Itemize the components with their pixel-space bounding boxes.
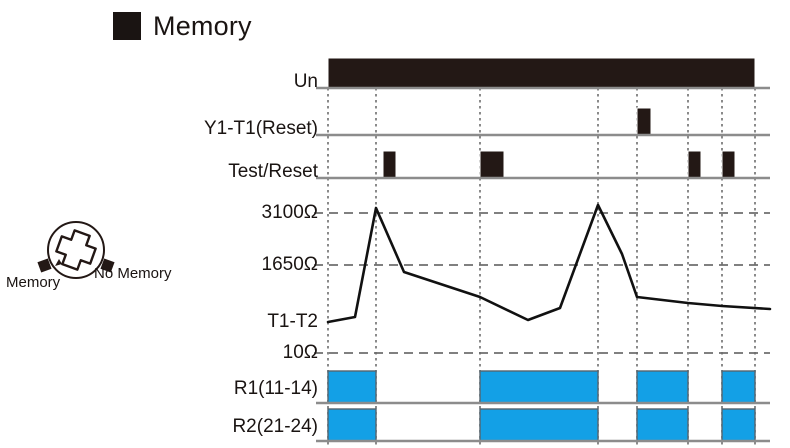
row-label-T1-T2-text: T1-T2 <box>267 311 318 332</box>
row-label-Y1-T1(Reset)-text: Y1-T1(Reset) <box>203 118 318 139</box>
series-layer <box>326 57 772 442</box>
relay-block-R2(21-24)-0 <box>327 408 377 442</box>
resistance-trace <box>326 203 772 324</box>
pulse-Test/Reset-0 <box>382 150 397 179</box>
memory-selector-illustration: Memory No Memory <box>6 220 172 305</box>
row-label-Test/Reset-text: Test/Reset <box>228 161 318 182</box>
filled-square-icon <box>113 12 141 40</box>
pulse-Y1-T1(Reset)-0 <box>636 107 652 136</box>
selector-label-no-memory: No Memory <box>94 266 172 282</box>
selector-label-memory: Memory <box>6 274 61 291</box>
axis-tick-label-1-text: 1650Ω <box>261 254 318 275</box>
legend-label: Memory <box>153 10 252 41</box>
relay-block-R1(11-14)-2 <box>636 370 689 404</box>
axis-tick-label-0-text: 3100Ω <box>261 202 318 223</box>
pulse-Test/Reset-3 <box>721 150 736 179</box>
axis-layer <box>316 86 770 443</box>
relay-block-R2(21-24)-2 <box>636 408 689 442</box>
relay-block-R2(21-24)-1 <box>479 408 599 442</box>
rotary-switch-cross-icon <box>37 221 115 279</box>
row-label-R1(11-14)-text: R1(11-14) <box>233 378 318 399</box>
row-label-Un-text: Un <box>293 71 318 92</box>
pulse-Test/Reset-1 <box>479 150 505 179</box>
pulse-Un-0 <box>327 57 756 89</box>
axis-tick-label-2-text: 10Ω <box>282 342 318 363</box>
legend: Memory <box>113 12 252 40</box>
relay-block-R1(11-14)-0 <box>327 370 377 404</box>
pulse-Test/Reset-2 <box>687 150 702 179</box>
row-label-R2(21-24)-text: R2(21-24) <box>232 416 318 437</box>
relay-block-R2(21-24)-3 <box>721 408 756 442</box>
relay-block-R1(11-14)-1 <box>479 370 599 404</box>
relay-block-R1(11-14)-3 <box>721 370 756 404</box>
selector-label-no-memory-line1: No Memory <box>94 265 172 282</box>
